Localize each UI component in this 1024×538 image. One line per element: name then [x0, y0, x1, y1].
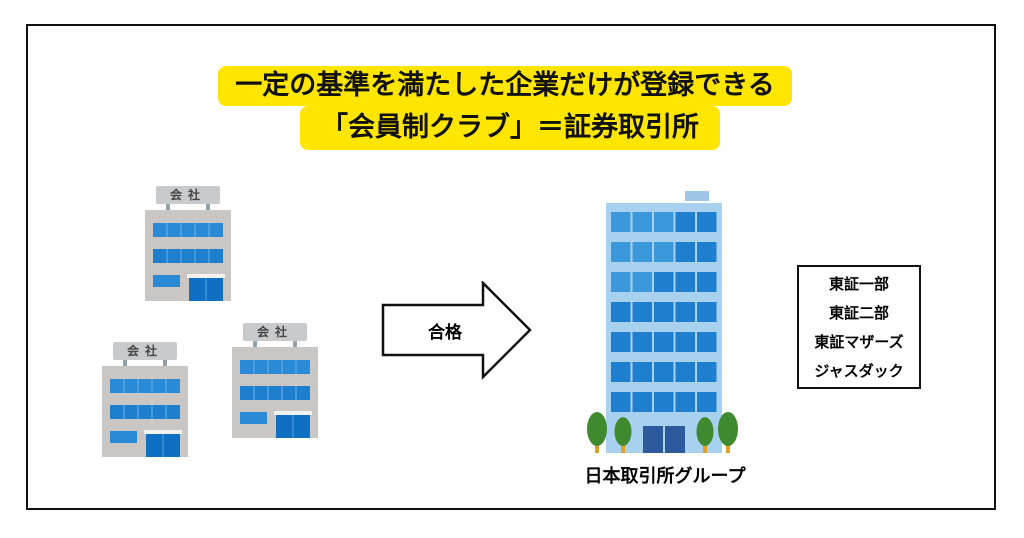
tower-window: [697, 332, 717, 352]
market-item: 東証マザーズ: [814, 332, 904, 351]
company-sign: 会社: [126, 344, 163, 358]
diagram-frame: [26, 24, 996, 510]
tower-window: [675, 212, 695, 232]
tower-window: [632, 392, 652, 412]
tower-window: [632, 212, 652, 232]
right-arrow-icon: [381, 281, 532, 381]
tower-window: [697, 392, 717, 412]
tree-icon: [587, 412, 607, 453]
tower-window: [654, 242, 674, 262]
tower-window: [654, 362, 674, 382]
tower-window: [675, 242, 695, 262]
tree-icon: [696, 417, 714, 453]
tower-window: [632, 302, 652, 322]
tower-window: [632, 272, 652, 292]
company-sign: 会社: [256, 325, 293, 339]
tower-window: [697, 302, 717, 322]
tower-window: [675, 392, 695, 412]
tower-window: [632, 332, 652, 352]
tower-window: [632, 362, 652, 382]
tower-window: [611, 272, 631, 292]
market-item: 東証二部: [828, 303, 889, 322]
skyscraper-icon: [587, 191, 738, 453]
tower-window: [632, 242, 652, 262]
market-list: 東証一部 東証二部 東証マザーズ ジャスダック: [797, 265, 921, 389]
company-building: 会社: [102, 342, 188, 457]
exchange-label: 日本取引所グループ: [584, 466, 746, 487]
title-line-2: 「会員制クラブ」＝証券取引所: [300, 106, 720, 150]
tower-window: [697, 242, 717, 262]
market-item: 東証一部: [828, 274, 889, 293]
market-item: ジャスダック: [814, 361, 904, 380]
tower-window: [654, 392, 674, 412]
tower-window: [654, 302, 674, 322]
tower-window: [611, 242, 631, 262]
tower-window: [697, 212, 717, 232]
tower-window: [654, 272, 674, 292]
tower-window: [611, 362, 631, 382]
tower-window: [611, 302, 631, 322]
tree-icon: [614, 417, 632, 453]
company-building: 会社: [145, 186, 231, 301]
tower-window: [654, 332, 674, 352]
tower-window: [697, 272, 717, 292]
company-sign: 会社: [169, 188, 206, 202]
tower-window: [611, 332, 631, 352]
tower-window: [675, 332, 695, 352]
tree-icon: [718, 412, 738, 453]
tower-window: [697, 362, 717, 382]
tower-window: [611, 392, 631, 412]
tower-window: [611, 212, 631, 232]
tower-window: [675, 302, 695, 322]
arrow-label: 合格: [428, 323, 462, 343]
tower-window: [654, 212, 674, 232]
tower-window: [675, 272, 695, 292]
title-line-1: 一定の基準を満たした企業だけが登録できる: [218, 66, 792, 106]
company-building: 会社: [232, 323, 318, 438]
tower-window: [675, 362, 695, 382]
